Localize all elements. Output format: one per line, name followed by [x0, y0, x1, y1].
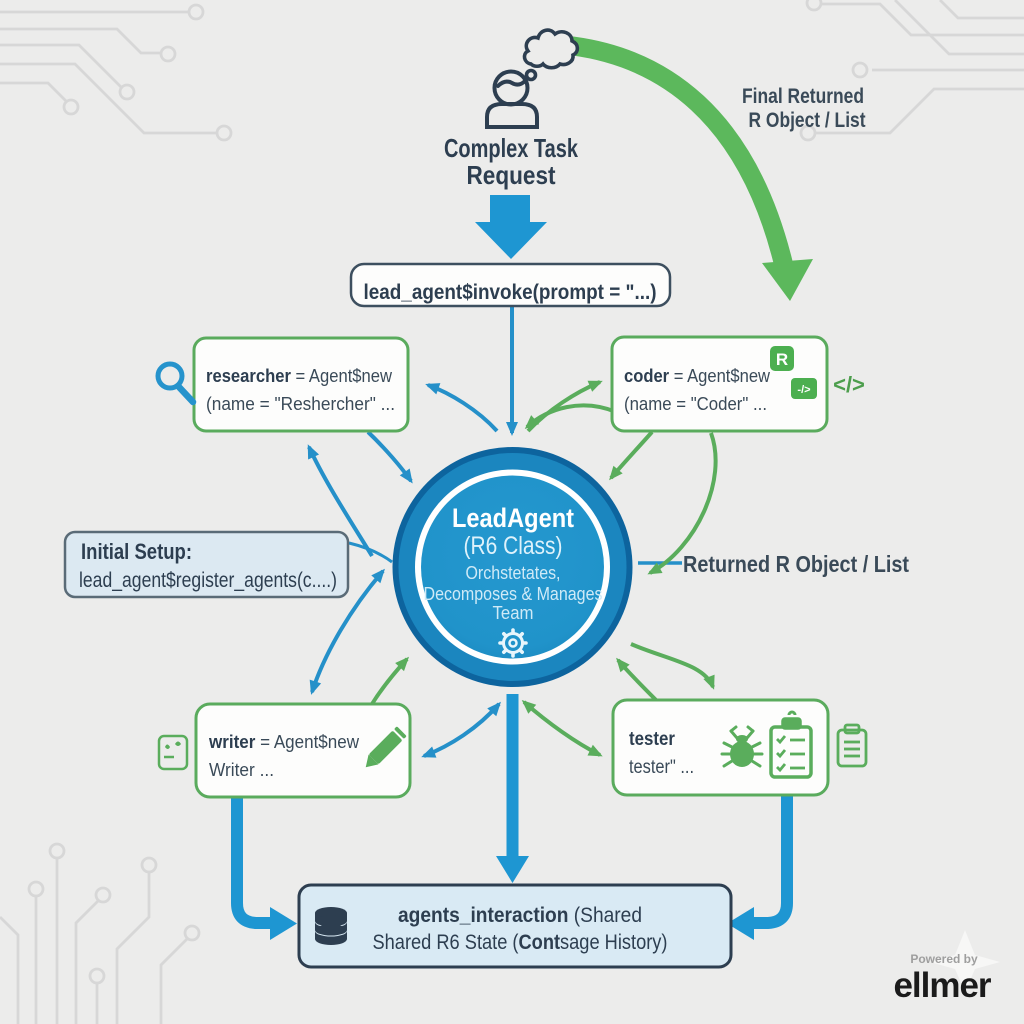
svg-text:R: R	[776, 350, 788, 369]
svg-text:-/>: -/>	[797, 384, 810, 396]
svg-text:writer = Agent$new: writer = Agent$new	[208, 732, 360, 752]
svg-text:ellmer: ellmer	[893, 966, 991, 1005]
svg-text:(R6 Class): (R6 Class)	[464, 532, 563, 560]
svg-text:lead_agent$register_agents(c..: lead_agent$register_agents(c....)	[79, 569, 337, 592]
svg-text:Returned R Object / List: Returned R Object / List	[683, 551, 909, 577]
svg-text:Shared R6 State (Contsage Hist: Shared R6 State (Contsage History)	[373, 931, 668, 954]
svg-text:tester: tester	[629, 729, 676, 750]
svg-text:tester" ...: tester" ...	[629, 757, 694, 778]
svg-text:Complex Task: Complex Task	[444, 133, 578, 163]
svg-text:</>: </>	[833, 372, 865, 397]
svg-text:Final Returned: Final Returned	[742, 85, 864, 108]
svg-text:lead_agent$invoke(prompt = "..: lead_agent$invoke(prompt = "...)	[364, 281, 657, 304]
svg-text:R Object / List: R Object / List	[749, 109, 866, 132]
svg-text:Decomposes & Manages: Decomposes & Manages	[424, 583, 603, 604]
svg-text:(name = "Reshercher" ...: (name = "Reshercher" ...	[206, 394, 395, 414]
svg-text:coder = Agent$new: coder = Agent$new	[624, 366, 771, 386]
svg-text:Initial Setup:: Initial Setup:	[81, 539, 192, 564]
svg-text:Orchstetates,: Orchstetates,	[466, 562, 561, 583]
svg-text:LeadAgent: LeadAgent	[452, 503, 574, 533]
svg-text:(name = "Coder" ...: (name = "Coder" ...	[624, 394, 767, 414]
svg-text:Team: Team	[493, 602, 534, 623]
svg-text:researcher = Agent$new: researcher = Agent$new	[206, 366, 393, 386]
svg-text:Powered by: Powered by	[910, 952, 978, 966]
svg-text:Writer ...: Writer ...	[209, 760, 274, 780]
svg-text:Request: Request	[467, 160, 556, 190]
svg-text:agents_interaction (Shared: agents_interaction (Shared	[398, 904, 642, 927]
